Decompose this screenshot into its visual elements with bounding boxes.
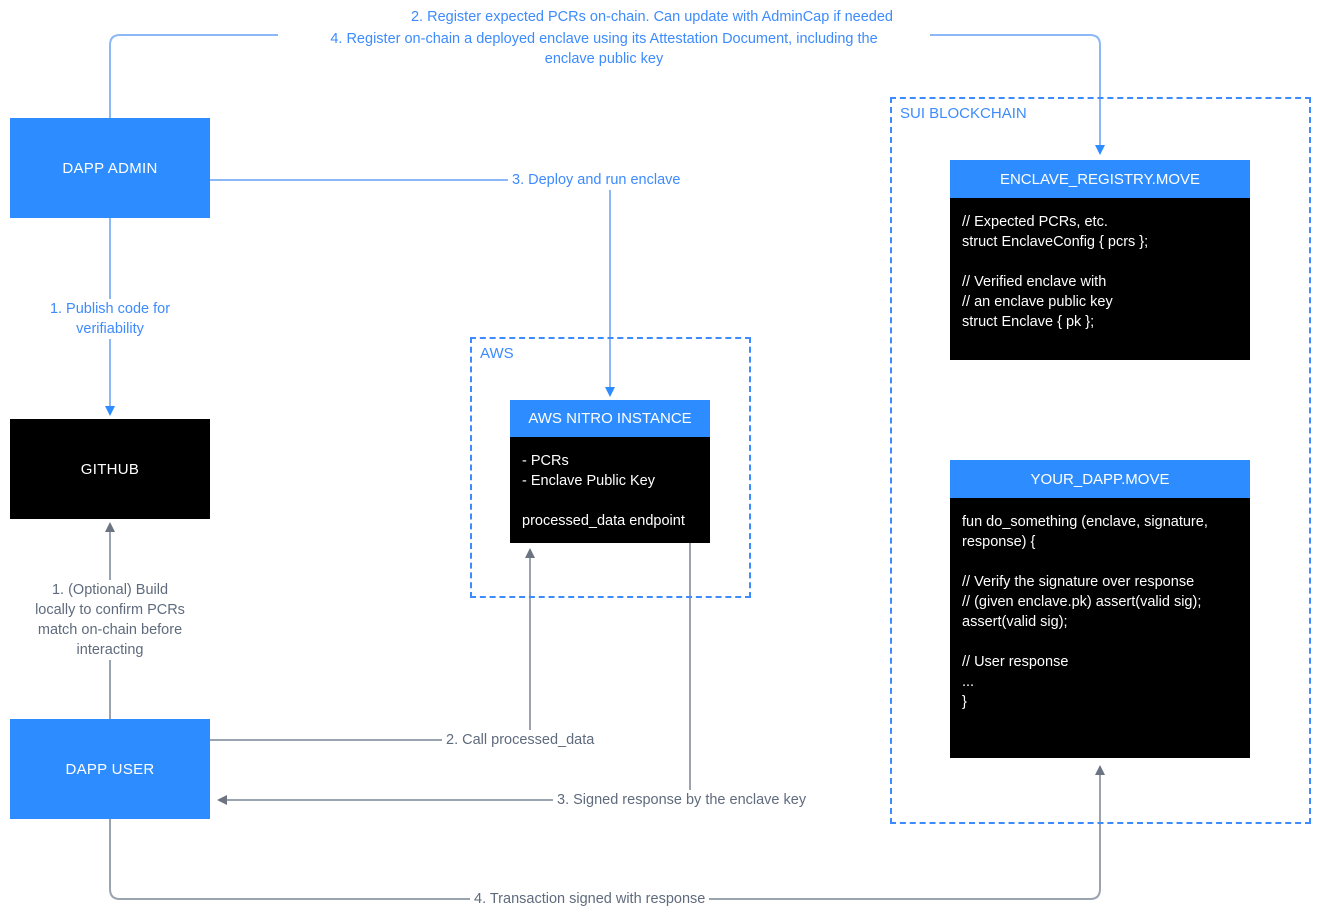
node-github[interactable]: GITHUB — [10, 419, 210, 519]
node-dapp-admin-label: DAPP ADMIN — [62, 159, 158, 177]
edge-label-build-locally: 1. (Optional) Build locally to confirm P… — [20, 580, 200, 660]
edge-label-transaction-signed: 4. Transaction signed with response — [470, 889, 710, 909]
edge-label-call-processed-data: 2. Call processed_data — [442, 730, 599, 750]
card-aws-nitro-instance[interactable]: AWS NITRO INSTANCE - PCRs - Enclave Publ… — [510, 400, 710, 543]
edge-label-register-pcrs: 2. Register expected PCRs on-chain. Can … — [302, 7, 1002, 27]
edge-label-register-enclave: 4. Register on-chain a deployed enclave … — [278, 29, 930, 69]
card-enclave-registry-body: // Expected PCRs, etc. struct EnclaveCon… — [950, 198, 1250, 360]
card-aws-nitro-header: AWS NITRO INSTANCE — [510, 400, 710, 437]
group-sui-blockchain: SUI BLOCKCHAIN — [890, 97, 1311, 824]
card-aws-nitro-body: - PCRs - Enclave Public Key processed_da… — [510, 437, 710, 543]
card-enclave-registry[interactable]: ENCLAVE_REGISTRY.MOVE // Expected PCRs, … — [950, 160, 1250, 360]
node-dapp-user[interactable]: DAPP USER — [10, 719, 210, 819]
edge-label-deploy-enclave: 3. Deploy and run enclave — [508, 170, 685, 190]
card-your-dapp-body: fun do_something (enclave, signature, re… — [950, 498, 1250, 758]
edge-label-signed-response: 3. Signed response by the enclave key — [553, 790, 811, 810]
node-dapp-user-label: DAPP USER — [65, 760, 155, 778]
group-aws: AWS — [470, 337, 751, 598]
group-sui-label: SUI BLOCKCHAIN — [896, 105, 1031, 122]
edge-label-publish-code: 1. Publish code for verifiability — [20, 299, 200, 339]
node-github-label: GITHUB — [80, 460, 140, 478]
card-enclave-registry-header: ENCLAVE_REGISTRY.MOVE — [950, 160, 1250, 198]
node-dapp-admin[interactable]: DAPP ADMIN — [10, 118, 210, 218]
card-your-dapp[interactable]: YOUR_DAPP.MOVE fun do_something (enclave… — [950, 460, 1250, 758]
card-your-dapp-header: YOUR_DAPP.MOVE — [950, 460, 1250, 498]
group-aws-label: AWS — [476, 345, 518, 362]
